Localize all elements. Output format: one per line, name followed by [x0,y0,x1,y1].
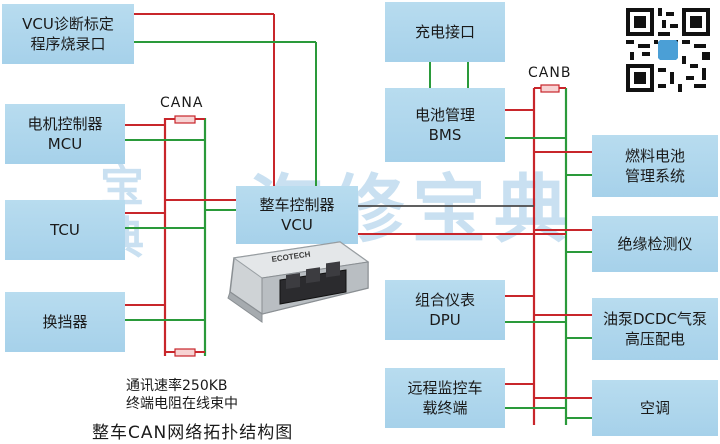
vcu-diagnostic-port-line1: VCU诊断标定 [22,15,114,33]
bms-box: 电池管理 BMS [385,88,505,162]
tcu-line1: TCU [50,221,80,239]
ac-box: 空调 [592,380,718,436]
vcu-line2: VCU [281,216,313,234]
vcu-box: 整车控制器 VCU [236,186,358,244]
terminal-resistor-note: 终端电阻在线束中 [126,396,238,412]
dpu-line2: DPU [429,311,461,329]
charge-port-line1: 充电接口 [414,23,475,41]
cana-label: CANA [160,95,204,111]
shifter-line1: 换挡器 [42,313,88,331]
telematics-line1: 远程监控车 [407,379,483,397]
oil-pump-box: 油泵DCDC气泵 高压配电 [592,298,718,360]
ecu-controller-image: ECOTECH [227,241,370,323]
telematics-box: 远程监控车 载终端 [385,368,505,428]
mcu-line1: 电机控制器 [27,115,103,133]
bms-line2: BMS [428,126,462,144]
insulation-box: 绝缘检测仪 [592,216,718,272]
ac-line1: 空调 [639,399,670,417]
oil-pump-line2: 高压配电 [624,330,685,348]
vcu-diagnostic-port-box: VCU诊断标定 程序烧录口 [2,4,134,64]
diagram-title: 整车CAN网络拓扑结构图 [92,423,294,443]
oil-pump-line1: 油泵DCDC气泵 [602,310,708,328]
dpu-box: 组合仪表 DPU [385,280,505,340]
mcu-box: 电机控制器 MCU [5,104,125,164]
shifter-box: 换挡器 [5,292,125,352]
baud-rate-note: 通讯速率250KB [126,378,228,394]
dpu-line1: 组合仪表 [414,291,475,309]
canb-resistor [540,84,560,93]
canb-label: CANB [528,65,572,81]
telematics-line2: 载终端 [422,399,468,417]
charge-port-box: 充电接口 [385,2,505,62]
mcu-line2: MCU [47,135,83,153]
cana-top-resistor [174,115,196,124]
fuel-cell-box: 燃料电池 管理系统 [592,135,718,197]
qr-code-image [622,4,714,96]
fuel-cell-line1: 燃料电池 [624,147,685,165]
bms-line1: 电池管理 [414,106,475,124]
vcu-diagnostic-port-line2: 程序烧录口 [30,35,106,53]
tcu-box: TCU [5,200,125,260]
fuel-cell-line2: 管理系统 [624,167,685,185]
vcu-line1: 整车控制器 [259,196,335,214]
insulation-line1: 绝缘检测仪 [617,235,693,253]
cana-bottom-resistor [174,348,196,357]
